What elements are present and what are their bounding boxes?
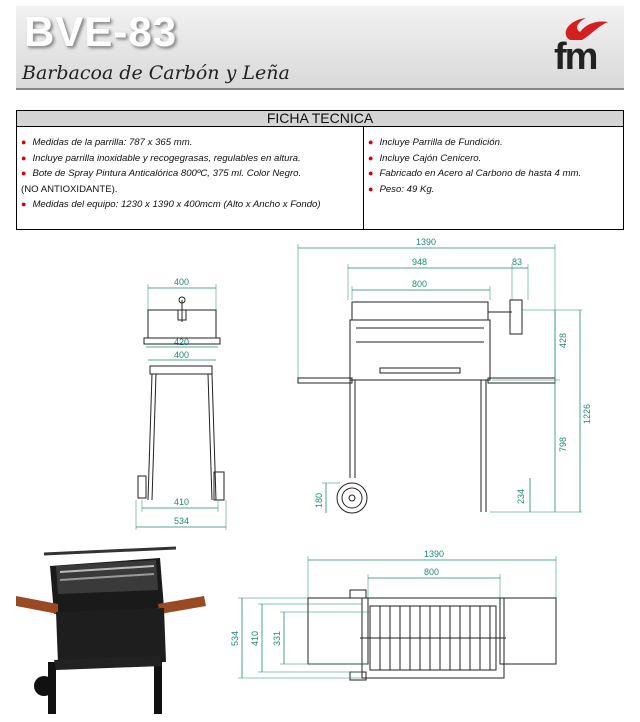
front-view-drawing: 1390 948 83 800 428 798 1226 1 <box>297 237 592 514</box>
dim-front-box: 428 <box>558 333 568 348</box>
spec-item: ●Fabricado en Acero al Carbono de hasta … <box>368 168 582 179</box>
dim-side-overall: 534 <box>174 516 189 526</box>
dim-front-width: 1390 <box>416 237 436 247</box>
spec-right-column: ●Incluye Parrilla de Fundición. ●Incluye… <box>364 127 623 229</box>
top-view-drawing: 1390 800 534 410 331 <box>230 549 557 681</box>
dim-front-total: 1226 <box>582 404 592 424</box>
dim-side-top: 400 <box>174 277 189 287</box>
spec-title: FICHA TECNICA <box>17 111 623 127</box>
spec-item: ●Peso: 49 Kg. <box>368 183 435 195</box>
dim-front-wheel: 180 <box>314 493 324 508</box>
header-banner: BVE-83 Barbacoa de Carbón y Leña fm <box>16 6 624 90</box>
dim-top-width: 1390 <box>424 549 444 559</box>
spec-left-column: ●Medidas de la parrilla: 787 x 365 mm. ●… <box>17 127 364 229</box>
product-subtitle: Barbacoa de Carbón y Leña <box>22 62 290 84</box>
side-view-drawing: 400 420 400 410 534 <box>135 277 227 530</box>
spec-item: ●Incluye Parrilla de Fundición. <box>368 137 503 148</box>
spec-item: ●Bote de Spray Pintura Anticalórica 800º… <box>21 168 302 179</box>
spec-item: ●Medidas de la parrilla: 787 x 365 mm. <box>21 137 193 148</box>
brand-logo: fm <box>552 14 612 86</box>
spec-item: (NO ANTIOXIDANTE). <box>21 183 118 195</box>
perspective-view-image <box>16 546 206 714</box>
spec-item: ●Incluye Cajón Cenicero. <box>368 152 482 164</box>
dim-top-inner: 331 <box>272 631 282 646</box>
dim-front-grill: 800 <box>412 279 427 289</box>
dim-top-depth: 534 <box>230 631 240 646</box>
dim-side-base: 410 <box>174 497 189 507</box>
flame-icon <box>565 18 608 40</box>
dim-front-shelf: 234 <box>516 489 526 504</box>
dim-front-crank: 83 <box>512 257 522 267</box>
spec-table: FICHA TECNICA ●Medidas de la parrilla: 7… <box>16 110 624 230</box>
dim-front-leg: 798 <box>558 437 568 452</box>
dim-side-mid: 400 <box>174 350 189 360</box>
spec-item: ●Medidas del equipo: 1230 x 1390 x 400mc… <box>21 199 321 210</box>
logo-text: fm <box>554 36 598 78</box>
model-title: BVE-83 <box>24 8 178 55</box>
dim-top-mid: 410 <box>250 631 260 646</box>
dim-side-upper: 420 <box>174 337 189 347</box>
dim-top-grill: 800 <box>424 567 439 577</box>
dim-front-inner: 948 <box>412 257 427 267</box>
spec-item: ●Incluye parrilla inoxidable y recogegra… <box>21 152 301 164</box>
